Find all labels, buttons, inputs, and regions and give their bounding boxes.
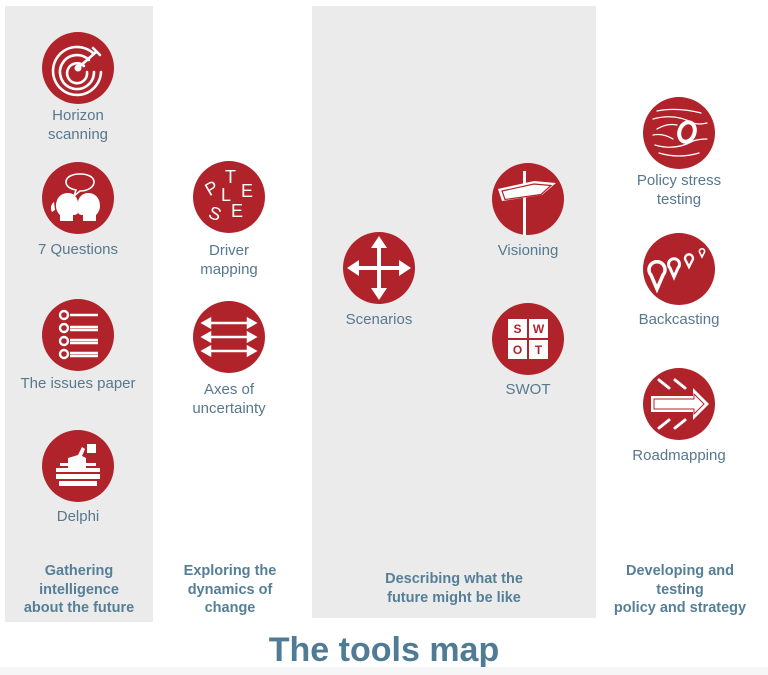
category-line: dynamics of	[187, 581, 273, 598]
tool-label: Policy stress testing	[599, 171, 759, 209]
category-developing: Developing and testing policy and strate…	[596, 562, 764, 618]
letter: O	[513, 343, 522, 357]
conversation-heads-icon	[42, 162, 114, 234]
category-line: change	[204, 600, 256, 616]
wind-tunnel-icon	[643, 97, 715, 169]
category-line: about the future	[23, 600, 135, 616]
label-line: Policy stress	[636, 172, 722, 189]
steeple-letters-icon: T P L E S E	[193, 161, 265, 233]
category-line: Developing and	[626, 563, 734, 579]
tool-label: Visioning	[448, 241, 608, 260]
letter: S	[206, 202, 224, 225]
page-title: The tools map	[268, 631, 500, 669]
tool-label: Scenarios	[299, 310, 459, 329]
category-describing: Describing what the future might be like	[312, 570, 596, 607]
double-arrows-icon	[193, 301, 265, 373]
label-line: SWOT	[505, 381, 551, 398]
label-line: scanning	[47, 126, 109, 143]
letter: E	[231, 201, 243, 221]
label-line: Delphi	[56, 508, 100, 525]
radar-icon	[42, 32, 114, 104]
category-gathering: Gathering intelligence about the future	[5, 562, 153, 618]
tool-label: Roadmapping	[599, 446, 759, 465]
label-line: uncertainty	[192, 400, 266, 417]
letter: E	[241, 181, 253, 201]
category-line: intelligence	[39, 581, 119, 598]
label-line: The issues paper	[20, 375, 136, 392]
label-line: Backcasting	[638, 311, 720, 328]
category-exploring: Exploring the dynamics of change	[155, 562, 305, 618]
label-line: Roadmapping	[632, 447, 726, 464]
tool-label: Horizon scanning	[0, 106, 158, 144]
four-way-arrows-icon	[343, 232, 415, 304]
tool-label: Driver mapping	[149, 241, 309, 279]
label-line: 7 Questions	[37, 241, 119, 258]
label-line: mapping	[200, 261, 258, 278]
category-line: policy and strategy	[613, 600, 747, 616]
tool-label: 7 Questions	[0, 240, 158, 259]
letter: W	[533, 322, 545, 336]
tool-label: Axes of uncertainty	[149, 380, 309, 418]
tool-label: SWOT	[448, 380, 608, 399]
letter: T	[225, 167, 236, 187]
label-line: Visioning	[497, 242, 559, 259]
tool-label: The issues paper	[0, 374, 158, 393]
category-line: testing	[656, 581, 704, 598]
category-line: Describing what the	[385, 571, 523, 587]
category-line: future might be like	[387, 589, 521, 606]
checklist-icon	[42, 299, 114, 371]
arrow-forward-icon	[643, 368, 715, 440]
category-line: Gathering	[44, 563, 114, 579]
tool-label: Delphi	[0, 507, 158, 526]
letter: T	[535, 343, 543, 357]
label-line: Axes of	[203, 381, 255, 398]
map-pins-icon	[643, 233, 715, 305]
tool-label: Backcasting	[599, 310, 759, 329]
footer-strip	[0, 667, 768, 675]
label-line: testing	[656, 191, 702, 208]
category-line: Exploring the	[183, 563, 277, 579]
label-line: Horizon	[52, 107, 104, 124]
swot-grid-icon: S W O T	[492, 303, 564, 375]
ballot-box-icon	[42, 430, 114, 502]
signpost-icon	[492, 163, 564, 235]
label-line: Driver	[209, 242, 249, 259]
label-line: Scenarios	[345, 311, 413, 328]
letter: P	[202, 177, 222, 200]
letter: S	[513, 322, 521, 336]
letter: L	[221, 185, 231, 205]
